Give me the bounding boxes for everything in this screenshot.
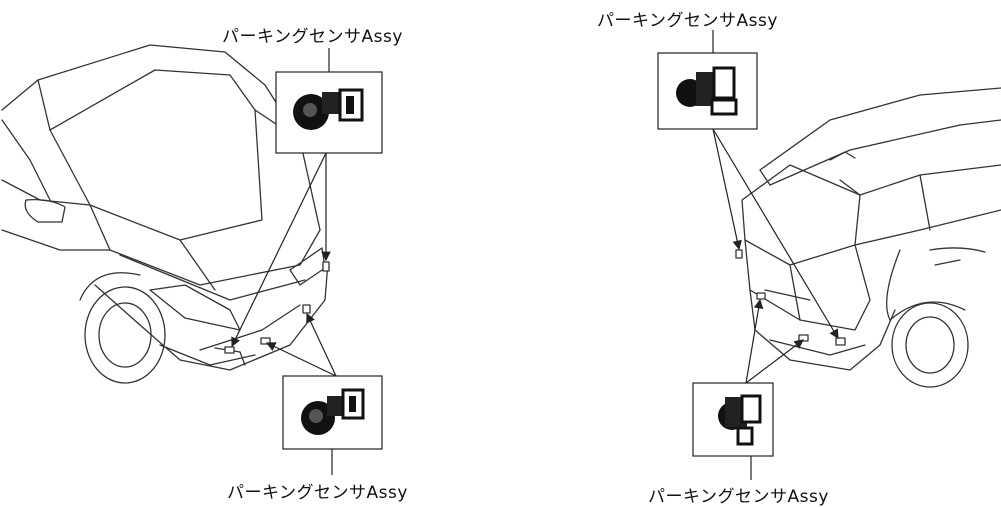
- front-bottom-label: パーキングセンサAssy: [227, 483, 408, 503]
- leader-lines: [231, 128, 839, 384]
- rear-top-label: パーキングセンサAssy: [597, 11, 778, 31]
- front-car-illustration: [1, 44, 330, 384]
- rear-top-callout-box: [657, 52, 758, 130]
- front-top-label: パーキングセンサAssy: [222, 27, 403, 47]
- rear-bottom-label: パーキングセンサAssy: [648, 487, 829, 507]
- rear-top-sensor-icon: [676, 66, 738, 116]
- rear-bottom-sensor-icon: [718, 394, 762, 446]
- front-bottom-callout-box: [282, 375, 383, 450]
- front-bottom-sensor-icon: [301, 388, 365, 435]
- front-top-sensor-icon: [293, 88, 364, 130]
- rear-car-illustration: [735, 87, 1001, 388]
